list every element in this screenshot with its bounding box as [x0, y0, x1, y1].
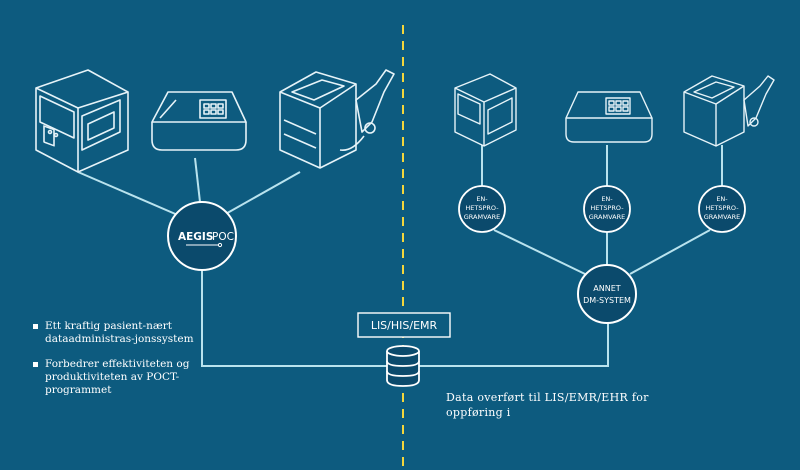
connector-lines [77, 145, 723, 367]
database-icon [386, 345, 420, 387]
aegis-brand-bold: AEGIS [178, 231, 213, 243]
feature-bullet-1: Ett kraftig pasient-nært dataadministras… [33, 320, 213, 346]
dm-system-line1: ANNET [593, 284, 620, 293]
transfer-note: Data overført til LIS/EMR/EHR for oppfør… [446, 391, 649, 419]
feature-bullet-list: Ett kraftig pasient-nært dataadministras… [33, 320, 213, 409]
feature-bullet-2: Forbedrer effektiviteten og produktivite… [33, 358, 213, 397]
connector-device3-hub [221, 171, 301, 217]
software-node-line1: EN- [601, 195, 613, 203]
connector-sw1-dm [493, 229, 586, 275]
connector-hub-db [201, 270, 387, 367]
analyzer-device-icon [35, 69, 129, 173]
software-node-line1: EN- [476, 195, 488, 203]
connector-sw3-dm [629, 229, 711, 275]
connector-device2-hub [194, 157, 201, 203]
software-node-line1: EN- [716, 195, 728, 203]
db-label-box: LIS/HIS/EMR [357, 312, 451, 338]
connector-dm-db [419, 320, 609, 367]
reader-device-icon [151, 91, 247, 151]
handheld-scanner-device-icon [279, 69, 395, 169]
bullet-square-icon [33, 324, 38, 329]
aegis-poc-hub: AEGIS POC [167, 201, 237, 271]
software-node-line2: HETSPRO- [590, 204, 624, 212]
handheld-scanner-device-icon [683, 75, 775, 147]
bullet-text: Forbedrer effektiviteten og produktivite… [45, 358, 190, 396]
reader-device-icon [565, 91, 653, 143]
software-node-1: EN- HETSPRO- GRAMVARE [458, 185, 506, 233]
software-node-line3: GRAMVARE [704, 213, 740, 221]
dm-system-node: ANNET DM-SYSTEM [577, 264, 637, 324]
connector-device1-hub [77, 171, 181, 217]
software-node-line3: GRAMVARE [464, 213, 500, 221]
software-node-line2: HETSPRO- [465, 204, 499, 212]
bullet-text: Ett kraftig pasient-nært dataadministras… [45, 320, 194, 345]
db-label: LIS/HIS/EMR [371, 319, 438, 332]
analyzer-device-icon [454, 73, 517, 147]
bullet-square-icon [33, 362, 38, 367]
dm-system-line2: DM-SYSTEM [583, 296, 631, 305]
aegis-logo-dot [217, 242, 223, 248]
software-node-line2: HETSPRO- [705, 204, 739, 212]
software-node-line3: GRAMVARE [589, 213, 625, 221]
software-node-2: EN- HETSPRO- GRAMVARE [583, 185, 631, 233]
software-node-3: EN- HETSPRO- GRAMVARE [698, 185, 746, 233]
aegis-brand-light: POC [212, 231, 234, 243]
